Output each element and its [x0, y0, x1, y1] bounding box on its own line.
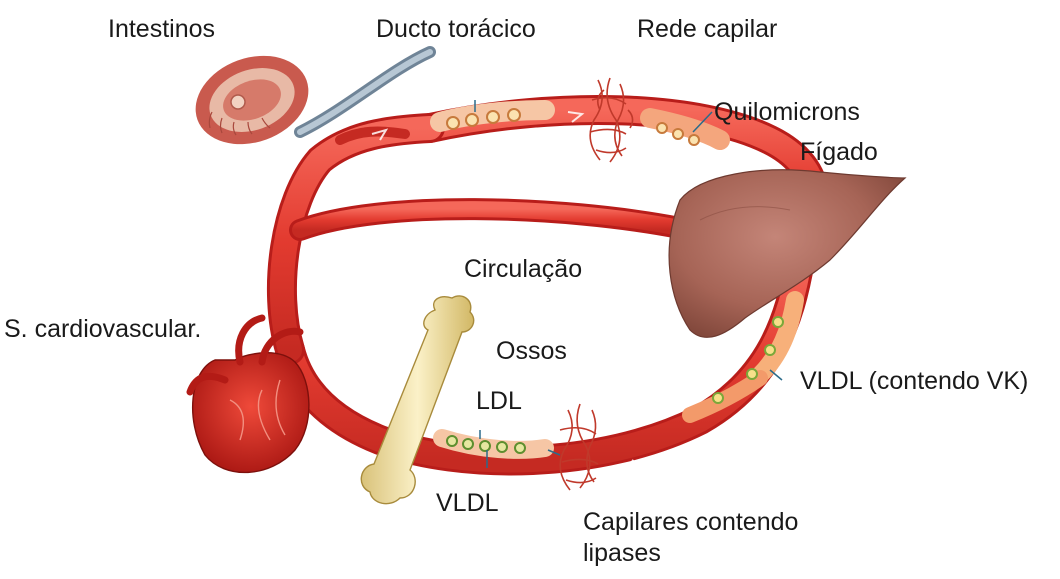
label-vldl-contendo-vk: VLDL (contendo VK): [800, 366, 1028, 396]
vldl-particle: [713, 393, 723, 403]
label-intestinos: Intestinos: [108, 14, 215, 44]
label-ldl: LDL: [476, 386, 522, 416]
ldl-particle: [447, 436, 457, 446]
ldl-particle: [515, 443, 525, 453]
vldl-particle: [773, 317, 783, 327]
label-quilomicrons: Quilomicrons: [714, 97, 860, 127]
label-ossos: Ossos: [496, 336, 567, 366]
label-ducto-toraxico: Ducto torácico: [376, 14, 536, 44]
chylomicron-particle: [447, 117, 459, 129]
label-figado: Fígado: [800, 137, 878, 167]
ldl-particle: [480, 441, 490, 451]
chylomicron-particle: [466, 114, 478, 126]
label-vldl: VLDL: [436, 488, 499, 518]
chylomicron-particle: [657, 123, 667, 133]
chylomicron-particle: [487, 111, 499, 123]
chylomicron-particle: [508, 109, 520, 121]
label-rede-capilar: Rede capilar: [637, 14, 777, 44]
ldl-particle: [497, 442, 507, 452]
ldl-particle: [463, 439, 473, 449]
label-capilares-contendo-lipases: Capilares contendo lipases: [583, 507, 798, 570]
chylomicron-particle: [689, 135, 699, 145]
vldl-particle: [765, 345, 775, 355]
flow-arrow: [628, 460, 642, 470]
intestine-illustration: [183, 41, 321, 160]
vldl-particle: [747, 369, 757, 379]
label-s-cardiovascular: S. cardiovascular.: [0, 312, 205, 346]
label-circulacao: Circulação: [464, 254, 582, 284]
chylomicron-particle: [673, 129, 683, 139]
